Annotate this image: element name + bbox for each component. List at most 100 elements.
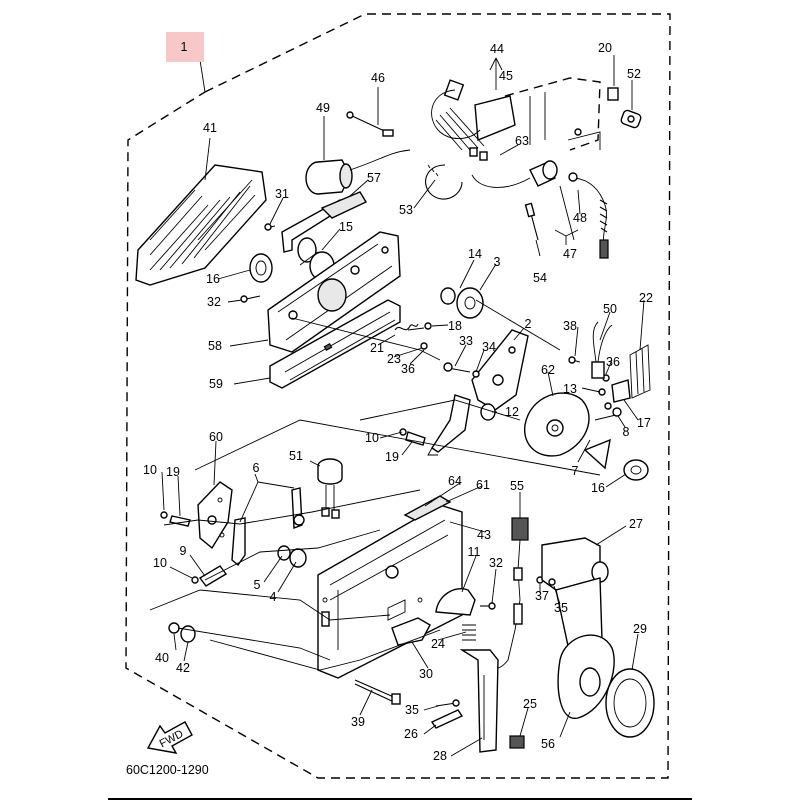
part-3-bushing: [456, 287, 484, 319]
callout-26: 26: [404, 727, 418, 741]
callout-59: 59: [209, 377, 223, 391]
callout-27: 27: [629, 517, 643, 531]
part-57-lever: [281, 191, 367, 253]
part-54-tool: [524, 202, 539, 241]
callout-36a: 36: [401, 362, 415, 376]
callout-19-mid: 19: [385, 450, 399, 464]
callout-16a: 16: [206, 272, 220, 286]
part-44-45-switch: [431, 79, 516, 161]
callout-54: 54: [533, 271, 547, 285]
part-62-cam: [523, 392, 590, 457]
callout-11: 11: [468, 545, 481, 559]
callout-62: 62: [541, 363, 555, 377]
callout-61: 61: [476, 478, 490, 492]
callout-10-mid: 10: [365, 431, 379, 445]
callout-49: 49: [316, 101, 330, 115]
part-10-screw-mid: [399, 428, 407, 436]
part-41-cover: [135, 164, 267, 286]
part-39-bolt: [354, 679, 401, 705]
part-5-washer: [277, 545, 291, 561]
callout-47: 47: [563, 247, 577, 261]
callout-63: 63: [515, 134, 529, 148]
callout-13: 13: [563, 382, 577, 396]
callout-45: 45: [499, 69, 513, 83]
callout-23: 23: [387, 352, 401, 366]
part-47-harness: [559, 185, 575, 241]
callout-40: 40: [155, 651, 169, 665]
alignment-lines: [149, 251, 601, 671]
part-25-knob: [509, 735, 525, 749]
part-35-bolt-lower: [435, 699, 460, 707]
assembly-number-label: 1: [181, 40, 188, 54]
callout-44: 44: [490, 42, 504, 56]
callout-46: 46: [371, 71, 385, 85]
callout-22: 22: [639, 291, 653, 305]
part-24-spring: [462, 624, 476, 641]
part-35-screw-right: [548, 578, 556, 586]
part-59-rail: [269, 299, 401, 389]
part-58-housing: [267, 231, 401, 353]
callout-58: 58: [208, 339, 222, 353]
part-4-bushing: [289, 548, 307, 568]
forward-arrow: FWD: [146, 721, 193, 754]
control-box-outline: [504, 77, 601, 151]
part-17-bracket: [611, 379, 631, 403]
callout-43: 43: [477, 528, 491, 542]
part-52: [620, 109, 642, 129]
callout-14: 14: [468, 247, 482, 261]
part-20: [607, 87, 619, 101]
callout-7: 7: [572, 464, 579, 478]
part-32-screw-lower: [480, 602, 496, 610]
callout-60: 60: [209, 430, 223, 444]
part-16-grommet-top: [249, 253, 273, 283]
callout-19-left: 19: [166, 465, 180, 479]
callout-10-lower: 10: [153, 556, 167, 570]
part-38-screw: [568, 356, 581, 364]
callout-10-left: 10: [143, 463, 157, 477]
part-18-screw: [424, 322, 432, 330]
callout-5: 5: [254, 578, 261, 592]
callout-34: 34: [482, 340, 496, 354]
callout-33: 33: [459, 334, 473, 348]
part-14-washer: [440, 287, 456, 305]
callout-51: 51: [289, 449, 303, 463]
part-30-bracket: [387, 599, 431, 646]
part-10-screw-left: [160, 511, 168, 519]
part-32-screw-top: [240, 295, 261, 303]
part-2-plate: [427, 329, 529, 456]
callout-21: 21: [370, 341, 384, 355]
callout-labels: 41 49 46 44 45 20 52 57 31 63 53 15 48 4…: [143, 41, 653, 763]
callout-15: 15: [339, 220, 353, 234]
callout-6: 6: [253, 461, 260, 475]
part-51-spring-cap: [317, 458, 343, 519]
part-16-grommet-right: [623, 459, 649, 481]
callout-36b: 36: [606, 355, 620, 369]
part-21-spring: [394, 323, 419, 331]
callout-35-lower: 35: [405, 703, 419, 717]
callout-41: 41: [203, 121, 217, 135]
part-8-screw: [594, 407, 622, 421]
part-10-screw-lower: [191, 576, 199, 584]
callout-55: 55: [510, 479, 524, 493]
assembly-number-badge: [166, 32, 204, 62]
part-11-bracket: [435, 588, 476, 616]
part-23-screw: [420, 342, 428, 350]
callout-56: 56: [541, 737, 555, 751]
callout-50: 50: [603, 302, 617, 316]
callout-31: 31: [275, 187, 289, 201]
callout-35-right: 35: [554, 601, 568, 615]
callout-2: 2: [525, 317, 532, 331]
callout-64: 64: [448, 474, 462, 488]
callout-20: 20: [598, 41, 612, 55]
callout-42: 42: [176, 661, 190, 675]
callout-48: 48: [573, 211, 587, 225]
part-48-kill-switch: [471, 160, 609, 259]
part-28-lever-rod: [459, 649, 499, 753]
part-43-control-housing: [317, 495, 463, 679]
callout-39: 39: [351, 715, 365, 729]
part-49-connector: [305, 149, 411, 195]
callout-28: 28: [433, 749, 447, 763]
part-53-clip: [425, 164, 463, 200]
callout-25: 25: [523, 697, 537, 711]
